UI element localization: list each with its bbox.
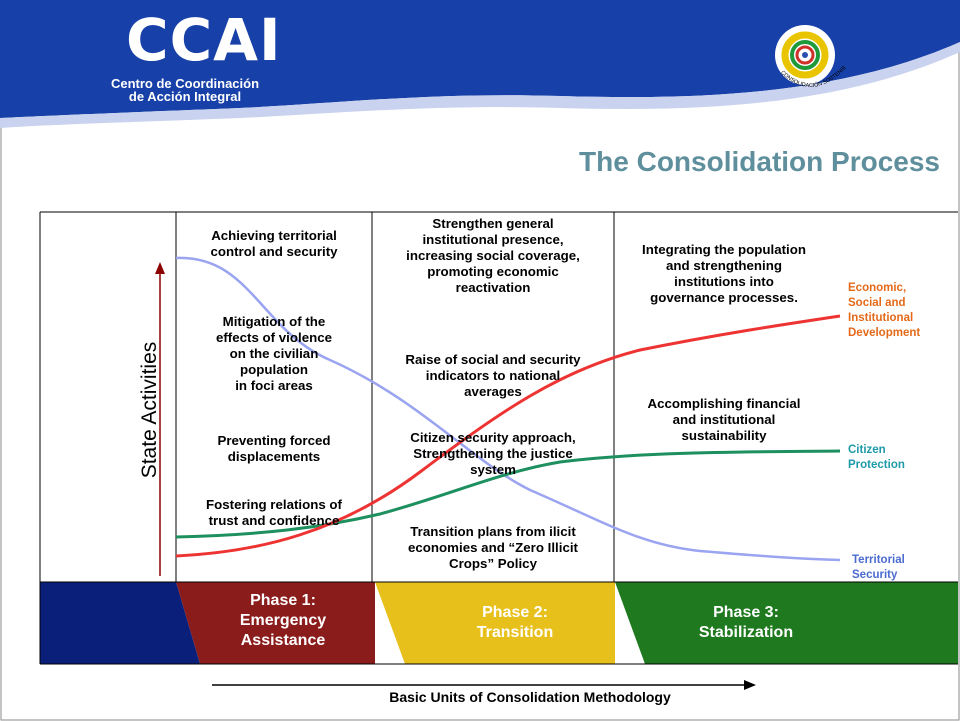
- header-banner: [0, 0, 960, 118]
- col2-item3-line1: Citizen security approach,: [410, 430, 576, 445]
- col3-item1-line4: governance processes.: [650, 290, 798, 305]
- seal-text-arc: CONSOLIDACIÓN SOSTENIBLE: [770, 58, 848, 89]
- col2-item2-line1: Raise of social and security: [405, 352, 581, 367]
- col1-item2-line5: in foci areas: [235, 378, 313, 393]
- logo-subtitle: Centro de Coordinación de Acción Integra…: [100, 77, 270, 103]
- economic-label-line2: Social and: [848, 297, 906, 309]
- column1-item1: Achieving territorial control and securi…: [186, 228, 362, 260]
- col2-item1-line2: institutional presence,: [422, 232, 564, 247]
- column1-item3: Preventing forced displacements: [186, 433, 362, 465]
- phase-1-label: Phase 1: Emergency Assistance: [218, 591, 348, 651]
- col2-item1-line4: promoting economic: [427, 264, 559, 279]
- col1-item3-line1: Preventing forced: [217, 433, 331, 448]
- phase-1-line2: Emergency: [239, 612, 327, 629]
- col2-item2-line2: indicators to national: [425, 368, 561, 383]
- col2-item1-line1: Strengthen general: [432, 216, 554, 231]
- economic-label-line3: Institutional: [848, 312, 914, 324]
- col3-item1-line2: and strengthening: [666, 258, 782, 273]
- column2-item4: Transition plans from ilicit economies a…: [380, 524, 606, 572]
- phase-2-line1: Phase 2:: [482, 604, 548, 621]
- x-axis-label: Basic Units of Consolidation Methodology: [389, 689, 671, 705]
- territorial-security-curve: [175, 256, 841, 562]
- citizen-label-line2: Protection: [848, 459, 905, 471]
- phase-1-band: [176, 582, 375, 664]
- phase-1-line3: Assistance: [240, 632, 326, 649]
- header-banner-fade: [0, 42, 960, 128]
- column2-item2: Raise of social and security indicators …: [380, 352, 606, 400]
- col2-item1-line5: reactivation: [455, 280, 531, 295]
- logo-subtitle-line1: Centro de Coordinación: [110, 76, 260, 91]
- column1-item4: Fostering relations of trust and confide…: [186, 497, 362, 529]
- col1-item2-line3: on the civilian: [229, 346, 319, 361]
- col1-item2-line4: population: [240, 362, 308, 377]
- col3-item2-line3: sustainability: [681, 428, 767, 443]
- citizen-protection-curve: [175, 449, 841, 539]
- column1-item2: Mitigation of the effects of violence on…: [186, 314, 362, 394]
- phase-3-line1: Phase 3:: [713, 604, 779, 621]
- seal-text: CONSOLIDACIÓN SOSTENIBLE: [770, 58, 848, 89]
- phase-2-line2: Transition: [476, 624, 554, 641]
- col1-item4-line1: Fostering relations of: [206, 497, 342, 512]
- citizen-label-line1: Citizen: [848, 444, 886, 456]
- territorial-label-line1: Territorial: [852, 554, 905, 566]
- logo-title: CCAI: [126, 6, 282, 74]
- column3-item1: Integrating the population and strengthe…: [620, 242, 828, 306]
- col3-item2-line1: Accomplishing financial: [647, 396, 801, 411]
- phase-3-label: Phase 3: Stabilization: [676, 603, 816, 643]
- col2-item2-line3: averages: [464, 384, 522, 399]
- phase-1-start-wedge: [176, 582, 200, 664]
- col2-item3-line2: Strengthening the justice: [413, 446, 573, 461]
- col3-item1-line3: institutions into: [674, 274, 774, 289]
- col3-item2-line2: and institutional: [672, 412, 776, 427]
- col2-item1-line3: increasing social coverage,: [406, 248, 580, 263]
- svg-text:CONSOLIDACIÓN SOSTENIBLE: CONSOLIDACIÓN SOSTENIBLE: [770, 58, 848, 89]
- phase-3-line2: Stabilization: [698, 624, 794, 641]
- col1-item1-line1: Achieving territorial: [211, 228, 337, 243]
- col2-item3-line3: system: [470, 462, 516, 477]
- col1-item2-line2: effects of violence: [215, 330, 333, 345]
- citizen-protection-label: Citizen Protection: [848, 443, 905, 473]
- phase-2-band: [375, 582, 615, 664]
- column3-item2: Accomplishing financial and institutiona…: [620, 396, 828, 444]
- col1-item1-line2: control and security: [210, 244, 338, 259]
- economic-development-curve: [175, 314, 841, 558]
- column2-item1: Strengthen general institutional presenc…: [380, 216, 606, 296]
- col3-item1-line1: Integrating the population: [642, 242, 806, 257]
- territorial-label-line2: Security: [852, 569, 898, 581]
- phase-3-band: [615, 582, 958, 664]
- economic-development-label: Economic, Social and Institutional Devel…: [848, 281, 920, 341]
- economic-label-line4: Development: [848, 327, 921, 339]
- col2-item4-line2: economies and “Zero Illicit: [408, 540, 578, 555]
- phase-2-label: Phase 2: Transition: [450, 603, 580, 643]
- phase-bar-start: [40, 582, 176, 664]
- economic-label-line1: Economic,: [848, 282, 907, 294]
- col2-item4-line3: Crops” Policy: [449, 556, 537, 571]
- col2-item4-line1: Transition plans from ilicit: [410, 524, 576, 539]
- consolidation-seal: [775, 25, 835, 85]
- col1-item2-line1: Mitigation of the: [222, 314, 326, 329]
- territorial-security-label: Territorial Security: [852, 553, 905, 583]
- col1-item3-line2: displacements: [227, 449, 321, 464]
- y-axis-label: State Activities: [138, 341, 161, 479]
- logo-subtitle-line2: de Acción Integral: [128, 89, 242, 104]
- col1-item4-line2: trust and confidence: [208, 513, 340, 528]
- phase-1-line1: Phase 1:: [250, 592, 316, 609]
- column2-item3: Citizen security approach, Strengthening…: [380, 430, 606, 478]
- slide-title: The Consolidation Process: [579, 146, 940, 177]
